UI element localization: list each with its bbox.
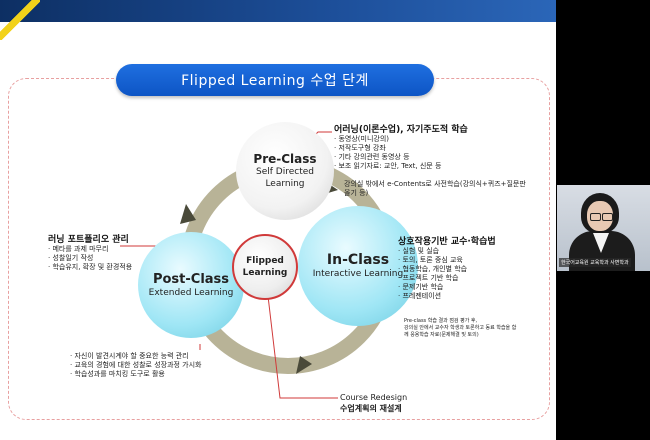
in-class-subtitle: Interactive Learning (312, 269, 404, 279)
presentation-slide: Flipped Learning 수업 단계 Pre-Class Self Di… (0, 0, 556, 440)
redesign-line-2: 수업계획의 재설계 (340, 404, 402, 413)
in-class-extra: Pre-class 학습 결과 점검 평가 후, 강의실 안에서 교수자 학생과… (404, 318, 516, 339)
flipped-line-1: Flipped (246, 256, 284, 266)
flipped-line-2: Learning (242, 268, 288, 278)
pre-notes-item: · 기타 강의관련 동영상 등 (334, 153, 410, 161)
in-class-notes: 상호작용기반 교수·학습법 · 실험 및 실습 · 토의, 토론 중심 교육 ·… (398, 238, 496, 301)
slide-title: Flipped Learning 수업 단계 (116, 64, 434, 96)
arrow-bottom (296, 356, 312, 374)
header-accent-stripe (0, 0, 40, 40)
glasses-left (590, 213, 601, 221)
pre-class-notes: 어러닝(이론수업), 자기주도적 학습 · 동영상(미니강의) · 저작도구형 … (334, 126, 468, 171)
in-notes-item: · 협동학습, 개인별 학습 (398, 265, 468, 273)
pre-extra-line-1: 강의실 밖에서 e-Contents로 사전학습(강의식+퀴즈+질문판 (344, 180, 526, 188)
bottom-notes-item: · 교육의 경험에 대한 성찰로 성장과정 가시화 (70, 361, 202, 369)
in-extra-line-1: Pre-class 학습 결과 점검 평가 후, (404, 318, 478, 324)
in-class-circle: In-Class Interactive Learning (298, 206, 418, 326)
slide-header-bar (0, 0, 556, 22)
post-notes-heading: 러닝 포트폴리오 관리 (48, 235, 129, 245)
post-notes-item: · 메타를 과제 마무리 (48, 245, 109, 253)
redesign-line-1: Course Redesign (340, 393, 408, 402)
in-notes-item: · 문제기반 학습 (398, 283, 444, 291)
in-notes-heading: 상호작용기반 교수·학습법 (398, 237, 496, 247)
course-redesign: Course Redesign 수업계획의 재설계 (340, 392, 407, 414)
pre-class-subtitle-2: Learning (265, 179, 305, 189)
bottom-notes-item: · 학습성과를 마치킹 도구로 활용 (70, 370, 165, 378)
pre-notes-item: · 동영상(미니강의) (334, 135, 389, 143)
bottom-notes: · 자신이 발견시계야 할 중요한 능력 관리 · 교육의 경험에 대한 성찰로… (70, 352, 202, 379)
pre-extra-line-2: 올기 등) (344, 189, 369, 197)
webcam-video: 한국어교육원 교육학과 사변학과 (557, 185, 650, 271)
arrow-left (180, 204, 196, 224)
post-class-circle: Post-Class Extended Learning (138, 232, 244, 338)
glasses-right (602, 213, 613, 221)
bottom-notes-item: · 자신이 발견시계야 할 중요한 능력 관리 (70, 352, 189, 360)
webcam-caption: 한국어교육원 교육학과 사변학과 (559, 258, 631, 267)
in-extra-line-3: 께 응용학습 자료(문제해결 및 토의) (404, 332, 479, 338)
in-notes-item: · 프레젠테이션 (398, 292, 442, 300)
post-class-notes: 러닝 포트폴리오 관리 · 메타를 과제 마무리 · 성찰일기 작성 · 학습유… (48, 236, 132, 272)
pre-class-extra: 강의실 밖에서 e-Contents로 사전학습(강의식+퀴즈+질문판 올기 등… (344, 180, 526, 198)
in-notes-item: · 프로젝트 기반 학습 (398, 274, 459, 282)
post-notes-item: · 성찰일기 작성 (48, 254, 94, 262)
pre-notes-item: · 저작도구형 강좌 (334, 144, 386, 152)
pre-class-circle: Pre-Class Self Directed Learning (236, 122, 334, 220)
post-notes-item: · 학습유지, 확장 및 환경적용 (48, 263, 133, 271)
flipped-learning-circle: Flipped Learning (232, 234, 298, 300)
connector-redesign (267, 295, 338, 399)
pre-notes-item: · 보조 읽기자료: 교안, Text, 신문 등 (334, 162, 442, 170)
in-extra-line-2: 강의실 안에서 교수자 학생과 토론하고 동료 학습을 함 (404, 325, 517, 331)
post-class-subtitle: Extended Learning (148, 287, 234, 298)
pre-class-subtitle-1: Self Directed (256, 167, 314, 177)
pre-notes-heading: 어러닝(이론수업), 자기주도적 학습 (334, 125, 468, 135)
post-class-title: Post-Class (152, 271, 230, 287)
in-notes-item: · 토의, 토론 중심 교육 (398, 256, 463, 264)
in-class-title: In-Class (326, 252, 390, 268)
pre-class-title: Pre-Class (253, 152, 317, 166)
in-notes-item: · 실험 및 실습 (398, 247, 440, 255)
